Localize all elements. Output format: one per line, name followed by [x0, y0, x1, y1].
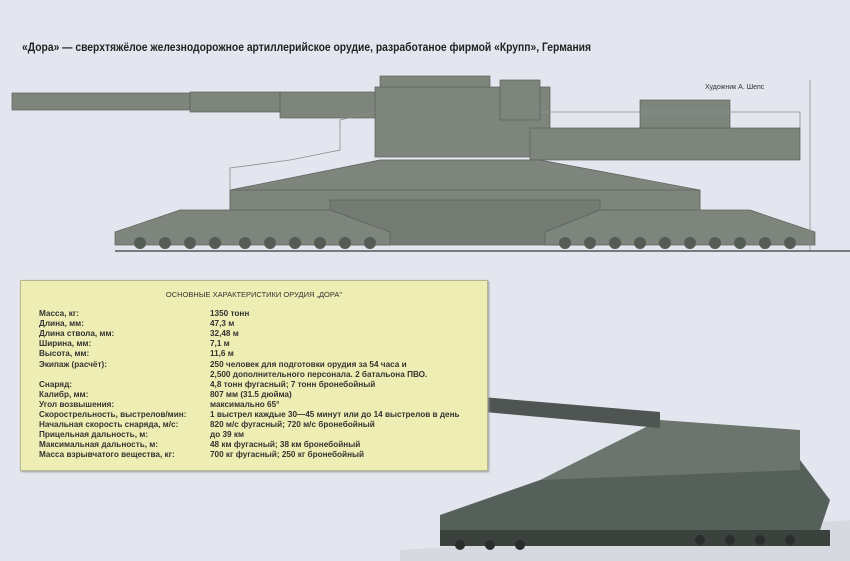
spec-label: Масса, кг:: [39, 309, 80, 318]
spec-value: 250 человек для подготовки орудия за 54 …: [210, 359, 407, 369]
spec-label: Калибр, мм:: [39, 389, 89, 399]
page-title: «Дора» — сверхтяжёлое железнодорожное ар…: [22, 40, 592, 54]
spec-value: 48 км фугасный; 38 км бронебойный: [210, 440, 361, 450]
spec-value: 47,3 м: [210, 319, 235, 329]
gun-photo: [374, 388, 850, 561]
spec-label: Начальная скорость снаряда, м/с:: [39, 420, 179, 430]
spec-label: Масса взрывчатого вещества, кг:: [39, 450, 175, 460]
spec-label: Снаряд:: [39, 379, 73, 389]
spec-value: 1 выстрел каждые 30—45 минут или до 14 в…: [210, 410, 460, 419]
spec-value: 820 м/с фугасный; 720 м/с бронебойный: [210, 420, 375, 430]
spec-value: до 39 км: [210, 430, 245, 440]
spec-label: Максимальная дальность, м:: [39, 440, 159, 450]
spec-label: Угол возвышения:: [39, 399, 115, 409]
artist-credit: Художник А. Шепс: [705, 84, 765, 91]
specifications-table: ОСНОВНЫЕ ХАРАКТЕРИСТИКИ ОРУДИЯ „ДОРА" Ма…: [20, 280, 488, 471]
spec-value: 700 кг фугасный; 250 кг бронебойный: [210, 450, 365, 460]
spec-label: Ширина, мм:: [39, 339, 92, 349]
spec-label: Прицельная дальность, м:: [39, 430, 149, 440]
spec-value: 11,6 м: [210, 349, 234, 359]
spec-label: Экипаж (расчёт):: [39, 359, 107, 369]
spec-label: Скорострельность, выстрелов/мин:: [39, 410, 187, 419]
spec-value: максимально 65°: [210, 399, 280, 409]
spec-value: 4,8 тонн фугасный; 7 тонн бронебойный: [210, 379, 376, 389]
spec-value: 7,1 м: [210, 339, 230, 349]
spec-value: 807 мм (31.5 дюйма): [210, 389, 292, 399]
spec-value: 1350 тонн: [210, 309, 250, 318]
spec-label: Длина ствола, мм:: [39, 329, 115, 339]
spec-label: Длина, мм:: [39, 319, 84, 329]
specs-heading: ОСНОВНЫЕ ХАРАКТЕРИСТИКИ ОРУДИЯ „ДОРА": [165, 290, 343, 299]
spec-value: 32,48 м: [210, 329, 239, 339]
spec-label: Высота, мм:: [39, 349, 90, 359]
spec-value: 2,500 дополнительного персонала. 2 батал…: [210, 369, 428, 379]
